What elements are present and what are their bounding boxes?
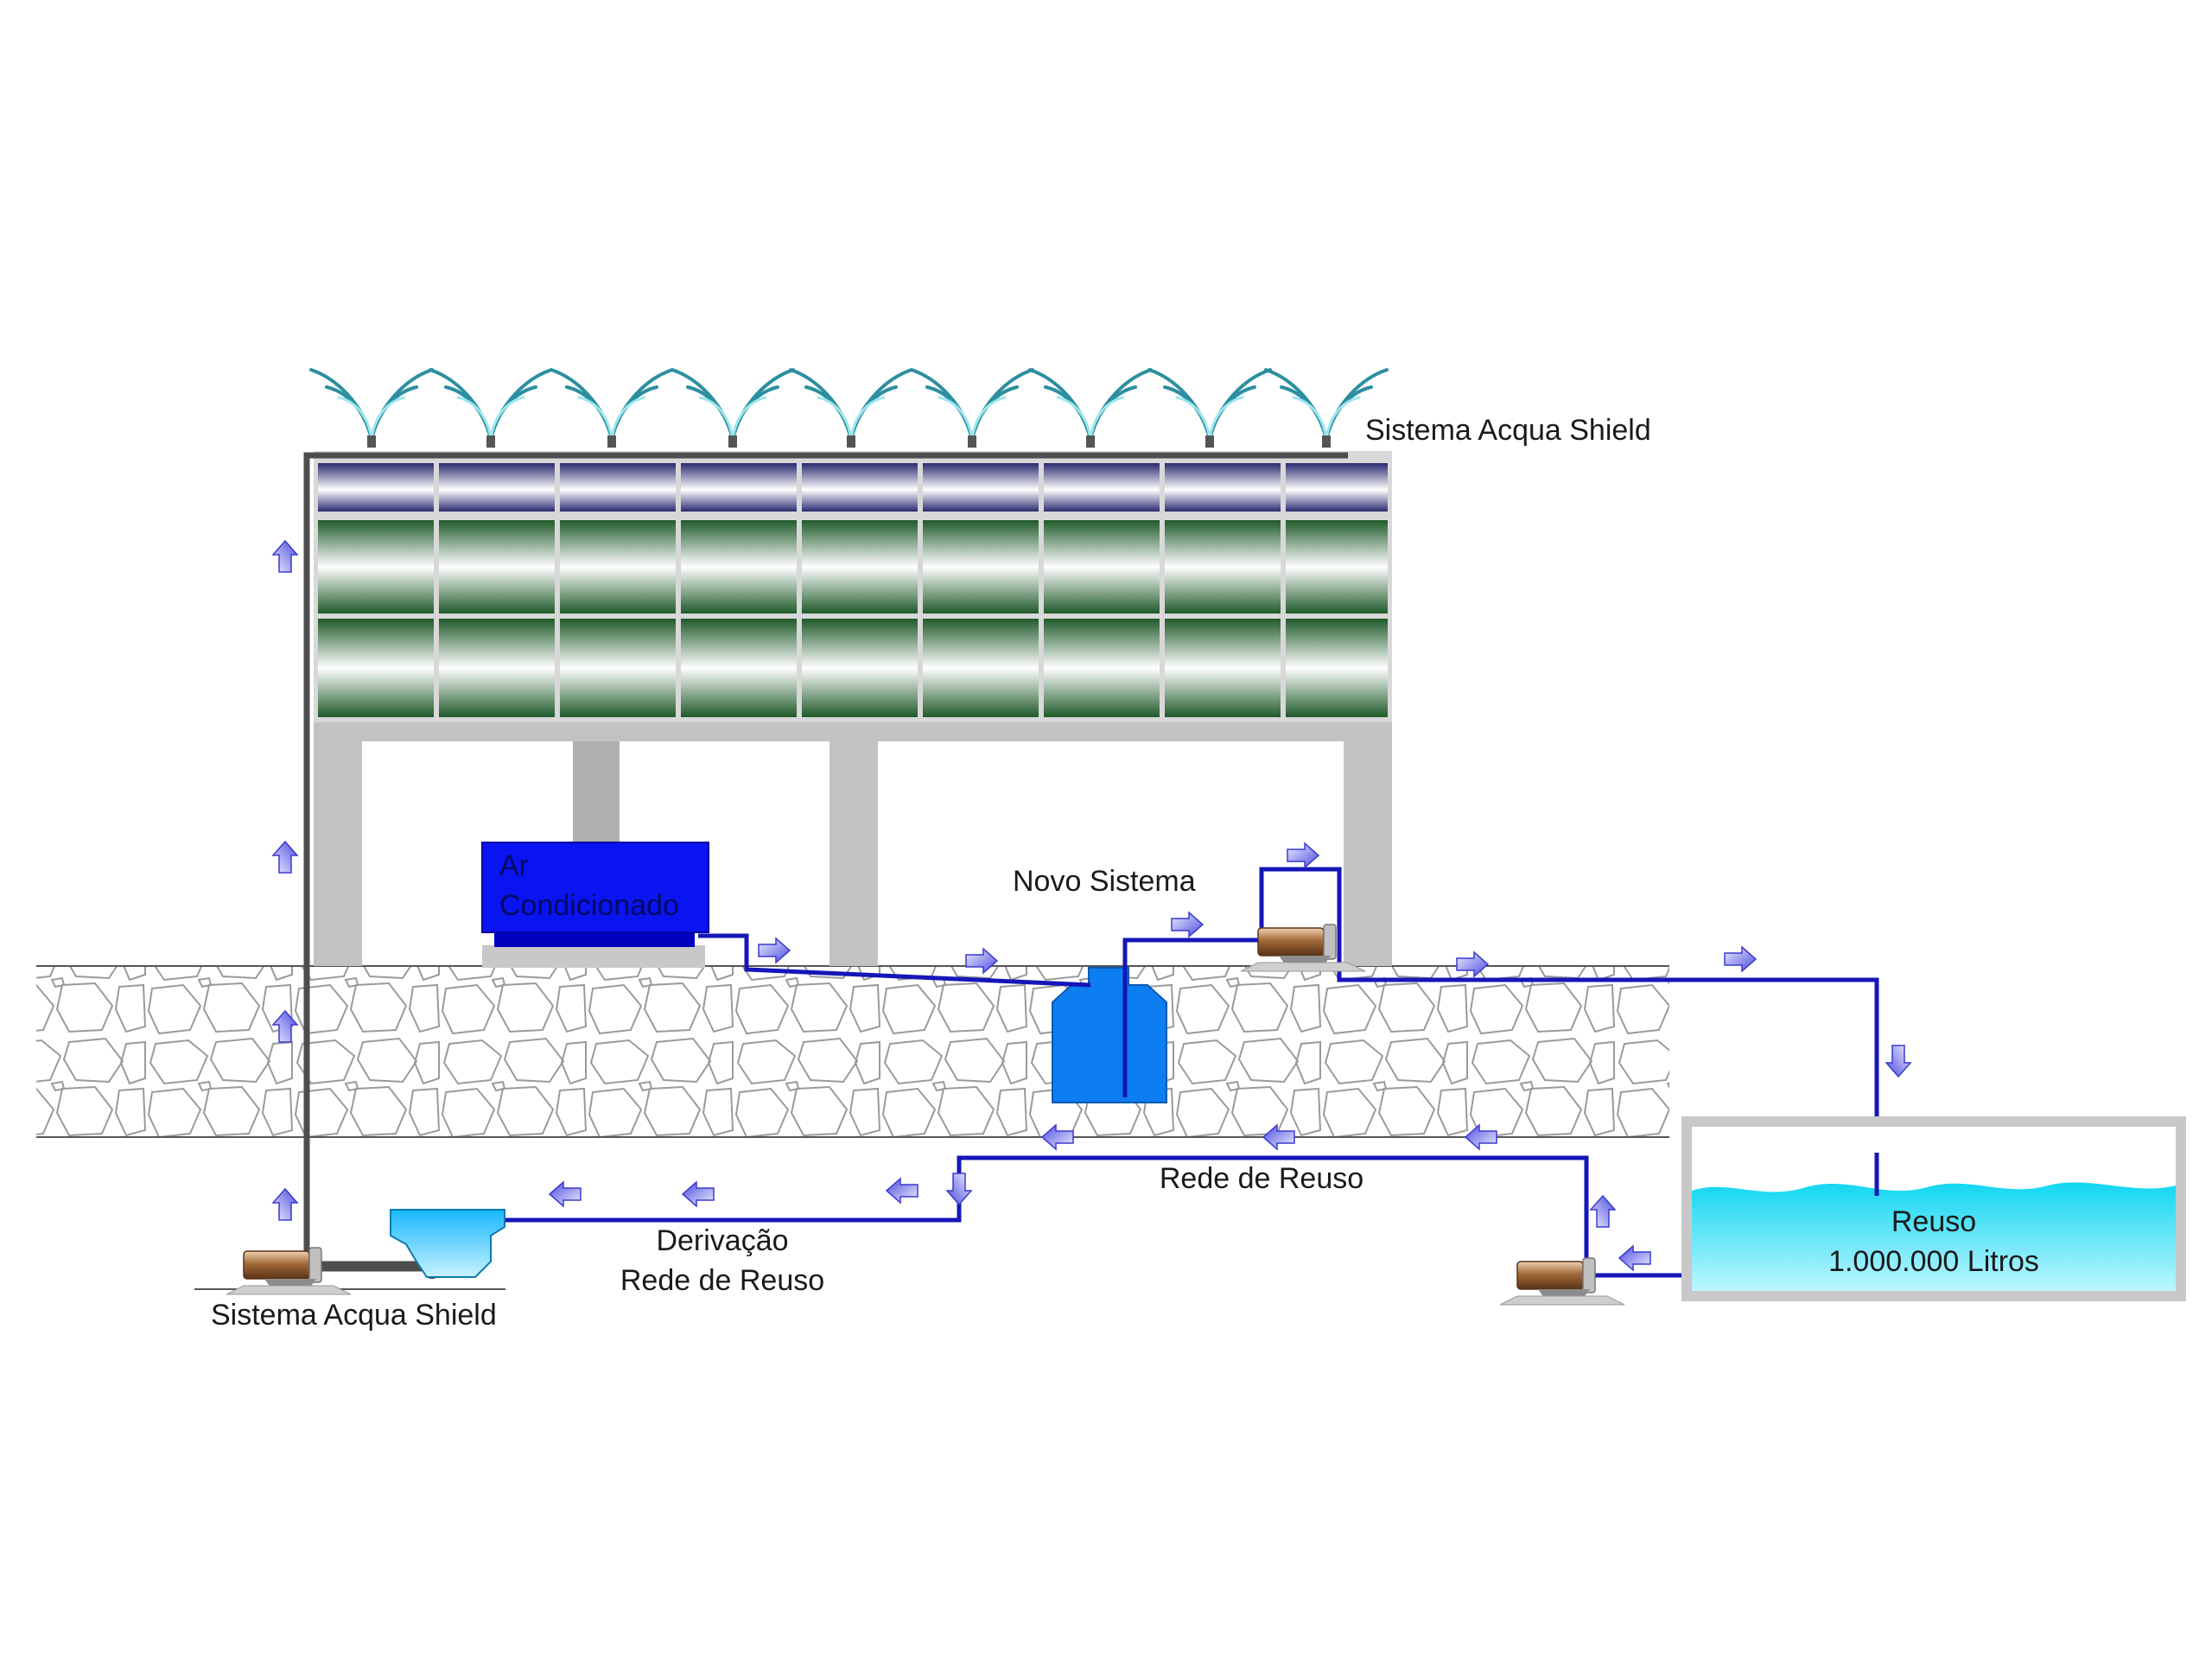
reuse-pipes [482,867,1879,1278]
reuso-label-line2: 1.000.000 Litros [1828,1245,2039,1278]
reuso-label-line1: Reuso [1891,1205,1977,1238]
derivacao-label-line2: Rede de Reuso [620,1264,825,1297]
cooling-tower [314,451,1392,966]
ac-label-line2: Condicionado [499,889,679,922]
acqua-shield-bottom-label: Sistema Acqua Shield [211,1299,497,1332]
ac-label-line1: Ar [499,849,529,882]
coil-middle-row [318,520,1388,613]
novo-sistema-label: Novo Sistema [1013,865,1196,898]
derivacao-label-line1: Derivação [656,1224,789,1257]
coil-bottom-row [318,619,1388,717]
air-conditioner-unit [481,842,709,968]
reuse-reservoir [1681,1116,2186,1301]
coil-top-row [318,463,1388,512]
rede-reuso-label: Rede de Reuso [1159,1162,1364,1195]
acqua-shield-top-label: Sistema Acqua Shield [1365,414,1651,447]
derivacao-basin [390,1209,505,1278]
